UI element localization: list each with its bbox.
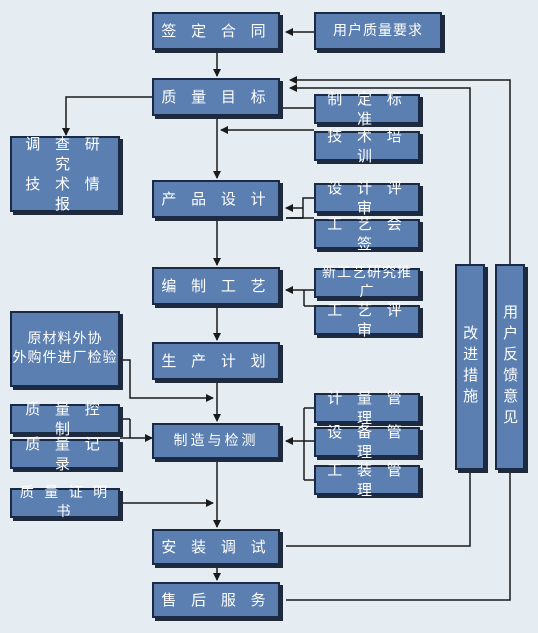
box-quality-control: 质 量 控 制 xyxy=(10,400,120,438)
box-tooling: 工 装 管 理 xyxy=(314,461,420,499)
box-training: 技 术 培 训 xyxy=(314,127,420,165)
box-standards: 制 定 标 准 xyxy=(314,90,420,128)
box-quality-record: 质 量 记 录 xyxy=(10,435,120,473)
box-materials-inspection: 原材料外协 外购件进厂检验 xyxy=(10,311,120,387)
box-manufacture-inspection: 制造与检测 xyxy=(152,423,280,459)
arrow-goal-to-research xyxy=(62,96,152,136)
line-aftersales-to-feedback xyxy=(286,470,511,601)
box-design: 产 品 设 计 xyxy=(152,180,280,218)
box-new-process: 新工艺研究推广 xyxy=(314,265,420,300)
box-production-plan: 生 产 计 划 xyxy=(152,342,280,380)
box-user-requirement: 用户质量要求 xyxy=(314,12,442,50)
box-design-review: 设 计 评 审 xyxy=(314,179,420,217)
box-process-make: 编 制 工 艺 xyxy=(152,267,280,305)
line-feedback-to-goal xyxy=(289,76,511,264)
box-measurement: 计 量 管 理 xyxy=(314,389,420,427)
line-install-to-improve xyxy=(286,470,471,547)
box-research: 调 查 研 究 技 术 情 报 xyxy=(10,135,120,213)
box-improvement-measures: 改进措施 xyxy=(455,264,485,470)
box-install-debug: 安 装 调 试 xyxy=(152,529,280,565)
box-contract: 签 定 合 同 xyxy=(152,12,280,50)
box-equipment: 设 备 管 理 xyxy=(314,423,420,461)
box-process-sign: 工 艺 会 签 xyxy=(314,215,420,253)
box-process-review: 工 艺 评 审 xyxy=(314,301,420,339)
line-improve-to-goal xyxy=(289,84,471,264)
box-user-feedback: 用户反馈意见 xyxy=(495,264,525,470)
arrow-materials-to-flow xyxy=(120,359,214,402)
box-after-sales: 售 后 服 务 xyxy=(152,582,280,618)
box-quality-certificate: 质 量 证 明 书 xyxy=(10,485,120,520)
box-quality-goal: 质 量 目 标 xyxy=(152,78,280,116)
